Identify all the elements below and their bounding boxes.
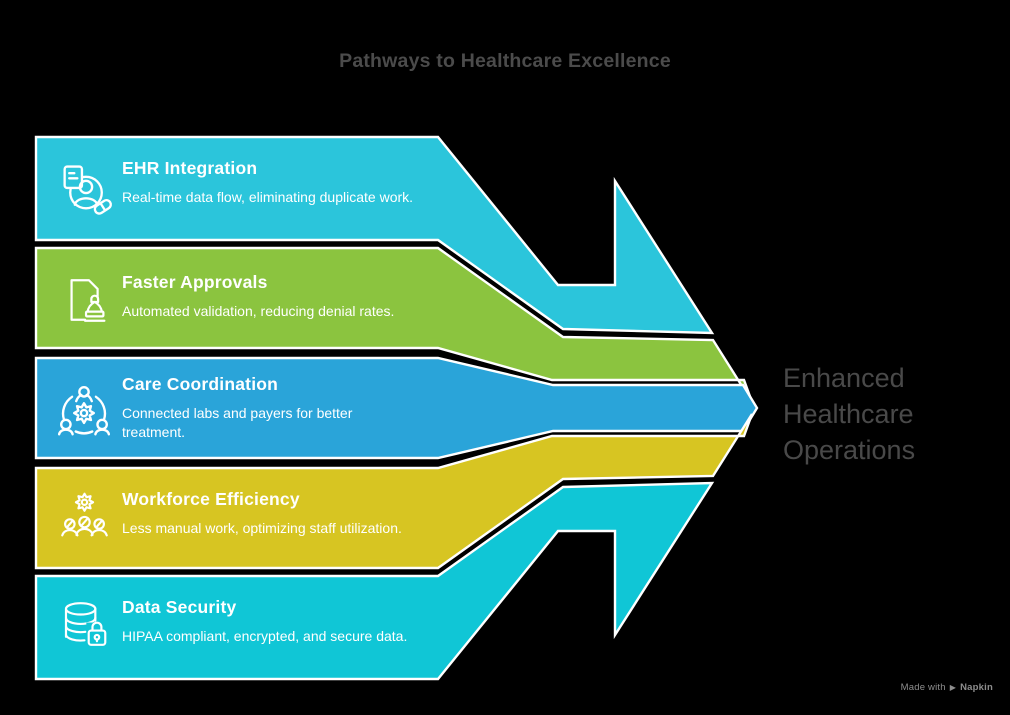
band-workforce-efficiency: Workforce Efficiency Less manual work, o… bbox=[122, 489, 402, 538]
napkin-logo-icon: ▶ bbox=[949, 682, 957, 692]
watermark-brand: Napkin bbox=[960, 682, 993, 693]
outcome-label: Enhanced Healthcare Operations bbox=[783, 363, 916, 465]
band-description: HIPAA compliant, encrypted, and secure d… bbox=[122, 628, 408, 644]
band-shape-data-security bbox=[34, 481, 715, 681]
band-title: EHR Integration bbox=[122, 158, 258, 178]
band-title: Care Coordination bbox=[122, 374, 279, 394]
band-description: Automated validation, reducing denial ra… bbox=[122, 303, 395, 319]
care-team-gear-icon bbox=[55, 382, 113, 440]
watermark-prefix: Made with bbox=[900, 682, 946, 693]
page-title: Pathways to Healthcare Excellence bbox=[339, 50, 671, 72]
band-description: Less manual work, optimizing staff utili… bbox=[122, 520, 402, 536]
band-title: Faster Approvals bbox=[122, 272, 268, 292]
band-shape-ehr-integration bbox=[34, 135, 715, 335]
band-title: Workforce Efficiency bbox=[122, 489, 300, 509]
watermark: Made with ▶ Napkin bbox=[901, 682, 993, 693]
band-ehr-integration: EHR Integration Real-time data flow, eli… bbox=[122, 158, 414, 207]
band-title: Data Security bbox=[122, 597, 237, 617]
band-care-coordination: Care Coordination Connected labs and pay… bbox=[122, 374, 414, 442]
band-faster-approvals: Faster Approvals Automated validation, r… bbox=[122, 272, 394, 321]
approval-stamp-icon bbox=[60, 272, 114, 329]
band-shape-workforce-efficiency bbox=[34, 413, 754, 570]
band-description: Real-time data flow, eliminating duplica… bbox=[122, 189, 414, 205]
band-data-security: Data Security HIPAA compliant, encrypted… bbox=[122, 597, 407, 646]
band-description: Connected labs and payers for better tre… bbox=[122, 405, 353, 440]
workforce-gear-icon bbox=[58, 487, 111, 544]
patient-record-icon bbox=[57, 161, 114, 218]
database-lock-icon bbox=[57, 595, 110, 652]
